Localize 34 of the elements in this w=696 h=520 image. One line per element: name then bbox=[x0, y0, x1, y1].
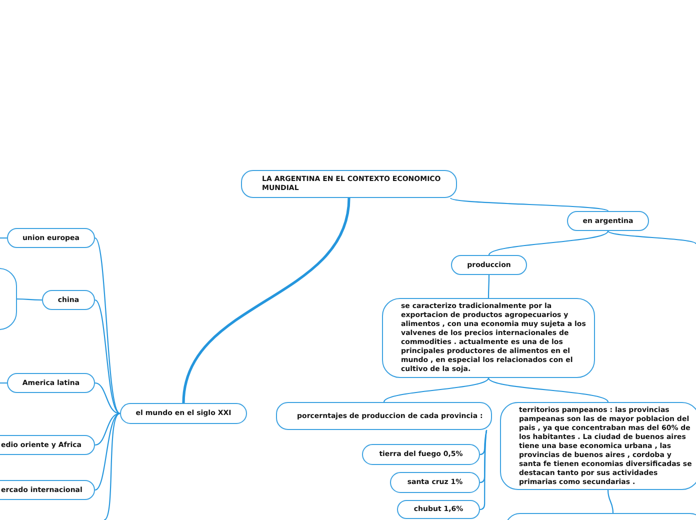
connector-line bbox=[0, 237, 7, 239]
topic-box bbox=[382, 298, 595, 378]
connector-line bbox=[182, 198, 350, 404]
topic-box bbox=[0, 435, 95, 455]
connector-line bbox=[17, 298, 42, 301]
connector-line bbox=[94, 412, 120, 446]
connector-line bbox=[607, 490, 614, 514]
connector-line bbox=[94, 238, 120, 414]
topic-box bbox=[241, 170, 457, 198]
topic-box bbox=[42, 290, 95, 310]
connector-line bbox=[94, 413, 120, 490]
connector-line bbox=[450, 198, 608, 212]
connector-line bbox=[480, 430, 488, 510]
topic-box bbox=[451, 255, 527, 275]
connector-line bbox=[488, 378, 608, 402]
topic-box bbox=[7, 373, 95, 393]
topic-box bbox=[567, 211, 649, 231]
topic-box bbox=[362, 444, 480, 465]
connector-line bbox=[384, 378, 489, 402]
connector-line bbox=[608, 230, 696, 244]
connector-line bbox=[94, 382, 120, 414]
connector-line bbox=[488, 275, 490, 298]
topic-box bbox=[276, 402, 492, 430]
topic-box bbox=[500, 402, 696, 490]
topic-box bbox=[120, 403, 247, 424]
topic-box bbox=[7, 228, 95, 248]
connector-line bbox=[488, 230, 608, 256]
topic-box bbox=[390, 472, 480, 493]
topic-box bbox=[397, 500, 480, 519]
connector-line bbox=[104, 413, 120, 520]
connector-line bbox=[0, 382, 7, 384]
connector-line bbox=[94, 300, 120, 414]
topic-box bbox=[0, 480, 95, 500]
connector-line bbox=[480, 430, 488, 484]
